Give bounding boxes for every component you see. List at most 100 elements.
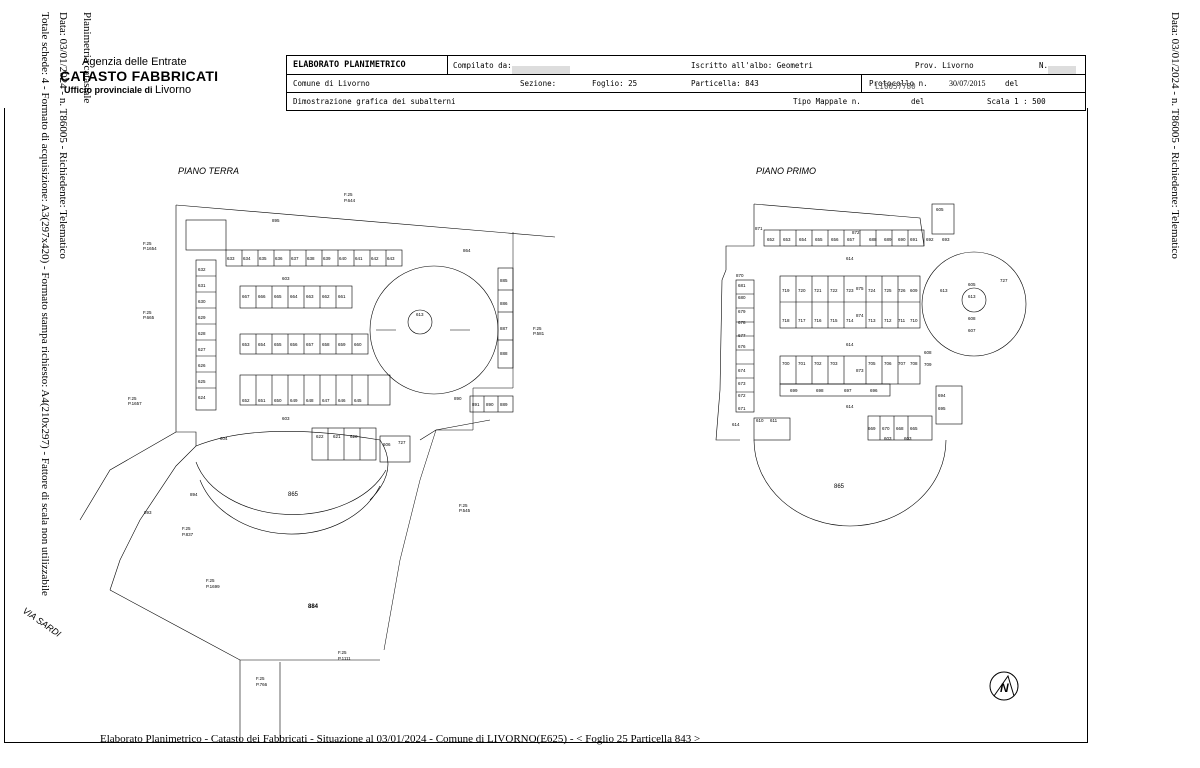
svg-text:610: 610 <box>756 418 764 423</box>
svg-text:691: 691 <box>910 237 918 242</box>
svg-text:688: 688 <box>869 237 877 242</box>
del-label: del <box>1005 79 1019 88</box>
svg-text:870: 870 <box>736 273 744 278</box>
svg-text:607: 607 <box>968 328 976 333</box>
svg-text:637: 637 <box>291 256 299 261</box>
svg-text:887: 887 <box>500 326 508 331</box>
catasto-title: CATASTO FABBRICATI <box>60 68 219 84</box>
svg-text:656: 656 <box>290 342 298 347</box>
svg-text:885: 885 <box>500 278 508 283</box>
side-left-text-2: Data: 03/01/2024 - n. T86005 - Richieden… <box>57 12 69 259</box>
svg-text:659: 659 <box>338 342 346 347</box>
svg-text:722: 722 <box>830 288 838 293</box>
footer-text: Elaborato Planimetrico - Catasto dei Fab… <box>100 733 701 745</box>
svg-text:705: 705 <box>868 361 876 366</box>
svg-text:720: 720 <box>798 288 806 293</box>
svg-text:614: 614 <box>846 404 854 409</box>
protocollo-label: Protocollo n. <box>869 79 928 88</box>
compilato-label: Compilato da: <box>453 61 570 74</box>
svg-text:671: 671 <box>738 406 746 411</box>
svg-text:672: 672 <box>738 393 746 398</box>
header-row-3: Dimostrazione grafica dei subalterni Tip… <box>287 92 1085 110</box>
svg-text:669: 669 <box>868 426 876 431</box>
svg-text:701: 701 <box>798 361 806 366</box>
svg-text:648: 648 <box>306 398 314 403</box>
svg-text:718: 718 <box>782 318 790 323</box>
scala-label: Scala 1 : 500 <box>987 97 1046 106</box>
svg-text:614: 614 <box>846 256 854 261</box>
svg-text:726: 726 <box>898 288 906 293</box>
del-label-2: del <box>911 97 925 106</box>
svg-text:725: 725 <box>884 288 892 293</box>
header-row-1: ELABORATO PLANIMETRICO Compilato da: Isc… <box>287 56 1085 75</box>
svg-text:631: 631 <box>198 283 206 288</box>
svg-text:677: 677 <box>738 333 746 338</box>
svg-text:649: 649 <box>290 398 298 403</box>
office-label: Ufficio provinciale di <box>64 85 153 95</box>
svg-text:710: 710 <box>910 318 918 323</box>
side-left-text-3: Totale schede: 4 - Formato di acquisizio… <box>39 12 51 596</box>
foglio-label: Foglio: 25 <box>592 79 638 88</box>
area-884-label: 884 <box>308 604 319 610</box>
svg-text:633: 633 <box>227 256 235 261</box>
svg-text:699: 699 <box>790 388 798 393</box>
svg-text:662: 662 <box>322 294 330 299</box>
svg-text:723: 723 <box>846 288 854 293</box>
svg-text:638: 638 <box>307 256 315 261</box>
svg-text:653: 653 <box>242 342 250 347</box>
svg-text:694: 694 <box>938 393 946 398</box>
svg-text:P.1699: P.1699 <box>206 584 220 589</box>
svg-text:647: 647 <box>322 398 330 403</box>
svg-text:895: 895 <box>272 218 280 223</box>
svg-text:P.1657: P.1657 <box>128 401 142 406</box>
svg-text:891: 891 <box>472 402 480 407</box>
svg-text:645: 645 <box>354 398 362 403</box>
svg-text:715: 715 <box>830 318 838 323</box>
svg-text:F.25: F.25 <box>338 650 347 655</box>
svg-text:646: 646 <box>338 398 346 403</box>
svg-text:888: 888 <box>500 351 508 356</box>
svg-text:632: 632 <box>198 267 206 272</box>
svg-text:666: 666 <box>258 294 266 299</box>
svg-text:621: 621 <box>333 434 341 439</box>
svg-text:668: 668 <box>896 426 904 431</box>
svg-text:864: 864 <box>463 248 471 253</box>
svg-text:680: 680 <box>738 295 746 300</box>
svg-text:609: 609 <box>910 288 918 293</box>
svg-text:P.766: P.766 <box>256 682 268 687</box>
svg-text:F.25: F.25 <box>344 192 353 197</box>
svg-text:605: 605 <box>968 282 976 287</box>
svg-text:727: 727 <box>1000 278 1008 283</box>
svg-text:667: 667 <box>242 294 250 299</box>
svg-text:889: 889 <box>500 402 508 407</box>
svg-text:P.837: P.837 <box>182 532 194 537</box>
svg-text:716: 716 <box>814 318 822 323</box>
piano-terra-label: PIANO TERRA <box>178 166 239 176</box>
svg-text:890: 890 <box>454 396 462 401</box>
office-line: Ufficio provinciale di Livorno <box>64 84 218 96</box>
svg-text:643: 643 <box>387 256 395 261</box>
svg-text:635: 635 <box>259 256 267 261</box>
svg-text:603: 603 <box>884 436 892 441</box>
redacted-name <box>511 66 570 74</box>
svg-text:665: 665 <box>910 426 918 431</box>
comune-label: Comune di Livorno <box>293 79 370 88</box>
svg-text:724: 724 <box>868 288 876 293</box>
svg-text:605: 605 <box>936 207 944 212</box>
svg-text:689: 689 <box>884 237 892 242</box>
svg-text:702: 702 <box>814 361 822 366</box>
via-sardi-label: VIA SARDI <box>21 605 63 639</box>
header-row-2: Comune di Livorno Sezione: Foglio: 25 Pa… <box>287 74 1085 93</box>
svg-text:652: 652 <box>242 398 250 403</box>
svg-text:713: 713 <box>868 318 876 323</box>
svg-text:654: 654 <box>258 342 266 347</box>
svg-text:613: 613 <box>940 288 948 293</box>
svg-text:P.1111: P.1111 <box>338 656 351 661</box>
tipo-mappale-label: Tipo Mappale n. <box>793 97 861 106</box>
svg-text:695: 695 <box>938 406 946 411</box>
doc-title: ELABORATO PLANIMETRICO <box>293 60 406 70</box>
sezione-label: Sezione: <box>520 79 557 88</box>
protocollo-number: LI0057780 <box>875 82 916 91</box>
svg-text:709: 709 <box>924 362 932 367</box>
